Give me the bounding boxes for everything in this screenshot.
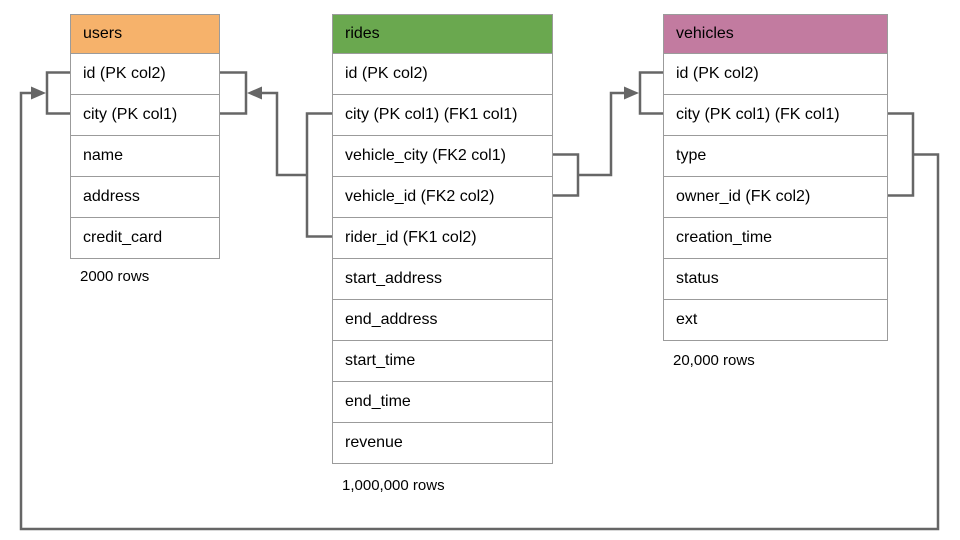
vehicles-column-type: type xyxy=(664,136,887,177)
table-vehicles[interactable]: vehicles id (PK col2) city (PK col1) (FK… xyxy=(663,14,888,341)
users-column-city: city (PK col1) xyxy=(71,95,219,136)
users-row-count: 2000 rows xyxy=(80,268,150,285)
users-column-credit-card: credit_card xyxy=(71,218,219,258)
table-rides-header: rides xyxy=(333,15,552,54)
vehicles-column-ext: ext xyxy=(664,300,887,340)
users-column-name: name xyxy=(71,136,219,177)
table-users-header: users xyxy=(71,15,219,54)
rides-column-end-address: end_address xyxy=(333,300,552,341)
rides-column-start-time: start_time xyxy=(333,341,552,382)
users-right-bracket xyxy=(220,71,248,115)
vehicles-column-id: id (PK col2) xyxy=(664,54,887,95)
rides-column-id: id (PK col2) xyxy=(333,54,552,95)
rides-column-revenue: revenue xyxy=(333,423,552,463)
table-rides[interactable]: rides id (PK col2) city (PK col1) (FK1 c… xyxy=(332,14,553,464)
table-vehicles-header: vehicles xyxy=(664,15,887,54)
fk2-wire xyxy=(578,91,626,177)
rides-column-vehicle-id: vehicle_id (FK2 col2) xyxy=(333,177,552,218)
rides-right-bracket xyxy=(553,153,580,197)
users-column-address: address xyxy=(71,177,219,218)
arrowhead-into-users-left xyxy=(31,86,46,100)
vehicles-column-creation-time: creation_time xyxy=(664,218,887,259)
table-users[interactable]: users id (PK col2) city (PK col1) name a… xyxy=(70,14,220,259)
users-left-bracket xyxy=(45,71,70,115)
vehicles-column-city: city (PK col1) (FK col1) xyxy=(664,95,887,136)
vehicles-column-owner-id: owner_id (FK col2) xyxy=(664,177,887,218)
vehicles-row-count: 20,000 rows xyxy=(673,352,755,369)
arrowhead-into-vehicles-left xyxy=(624,86,639,100)
vehicles-right-bracket xyxy=(888,112,915,197)
rides-column-end-time: end_time xyxy=(333,382,552,423)
fk1-wire xyxy=(260,91,307,177)
vehicles-left-bracket xyxy=(638,71,663,115)
vehicles-column-status: status xyxy=(664,259,887,300)
rides-column-vehicle-city: vehicle_city (FK2 col1) xyxy=(333,136,552,177)
rides-column-start-address: start_address xyxy=(333,259,552,300)
rides-row-count: 1,000,000 rows xyxy=(342,477,445,494)
connector-rides-fk1-to-users xyxy=(220,71,332,238)
rides-left-bracket xyxy=(305,112,332,238)
rides-column-rider-id: rider_id (FK1 col2) xyxy=(333,218,552,259)
connector-rides-fk2-to-vehicles xyxy=(553,71,663,197)
arrowhead-into-users-right xyxy=(247,86,262,100)
rides-column-city: city (PK col1) (FK1 col1) xyxy=(333,95,552,136)
users-column-id: id (PK col2) xyxy=(71,54,219,95)
